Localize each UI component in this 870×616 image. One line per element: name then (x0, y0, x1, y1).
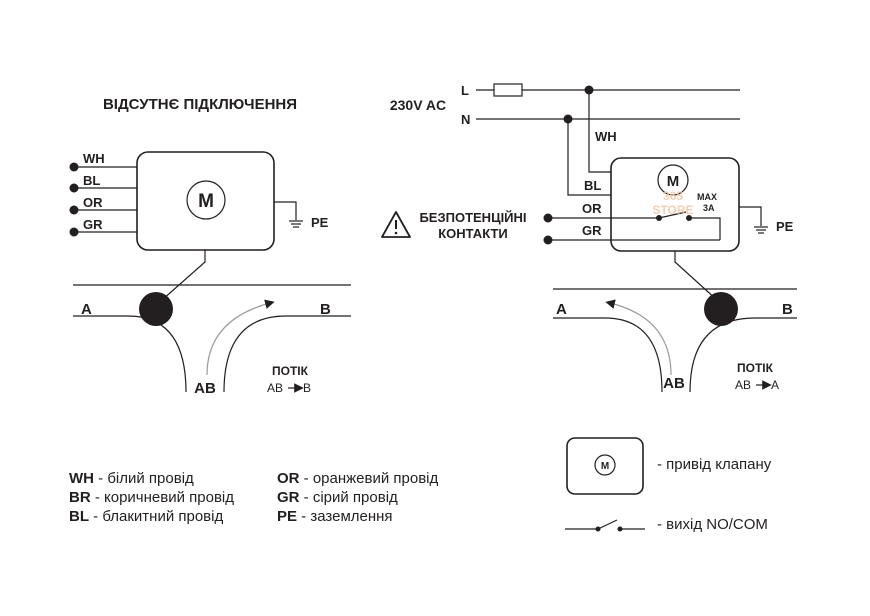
legend-actuator-box (566, 437, 644, 495)
right-wire-wh: WH (595, 129, 617, 144)
left-valve-ball (139, 292, 173, 326)
legend-item: OR - оранжевий провід (277, 470, 439, 487)
left-wire-bl: BL (83, 173, 100, 188)
legend-switch-icon (565, 519, 645, 532)
terminal-dot (69, 162, 79, 172)
legend-output-text: - вихід NO/COM (657, 516, 768, 533)
right-linkage (674, 251, 718, 301)
contacts-label-2: КОНТАКТИ (438, 226, 508, 241)
legend-item: PE - заземлення (277, 508, 393, 525)
legend-item: BL - блакитний провід (69, 508, 223, 525)
right-wire-bl: BL (584, 178, 601, 193)
right-motor-icon (657, 164, 689, 196)
line-l-label: L (461, 83, 469, 98)
line-n-label: N (461, 112, 470, 127)
right-pe-label: PE (776, 219, 794, 234)
terminal-dot (69, 183, 79, 193)
left-port-a: A (81, 301, 92, 318)
left-port-ab: AB (194, 380, 216, 397)
right-port-b: B (782, 301, 793, 318)
switch-icon (658, 211, 687, 219)
left-title: ВІДСУТНЄ ПІДКЛЮЧЕННЯ (103, 96, 297, 113)
right-port-a: A (556, 301, 567, 318)
watermark-number: 365 (663, 189, 683, 203)
right-flow-from: AB (735, 378, 751, 392)
amp-label: 3A (703, 203, 715, 213)
left-flow-arrow (206, 299, 275, 376)
right-wire-gr: GR (582, 223, 602, 238)
terminal-dot (69, 205, 79, 215)
left-pe-label: PE (311, 215, 329, 230)
fuse-icon (493, 83, 523, 97)
legend-item: GR - сірий провід (277, 489, 398, 506)
left-flow-to: B (303, 381, 311, 395)
legend-item: WH - білий провід (69, 470, 194, 487)
right-valve-ball (704, 292, 738, 326)
left-ground-icon (274, 201, 303, 228)
max-label: MAX (697, 192, 717, 202)
left-wire-gr: GR (83, 217, 103, 232)
right-flow-title: ПОТІК (737, 361, 774, 375)
left-wire-wh: WH (83, 151, 105, 166)
left-flow-title: ПОТІК (272, 364, 309, 378)
left-linkage (161, 250, 206, 301)
left-motor-icon (186, 180, 226, 220)
legend-motor-label: M (601, 461, 609, 472)
left-valve-body (73, 284, 351, 393)
legend-item: BR - коричневий провід (69, 489, 234, 506)
right-flow-to: A (771, 378, 779, 392)
right-ground-icon (739, 206, 768, 234)
right-flow-arrow (605, 299, 672, 376)
left-wire-or: OR (83, 195, 103, 210)
right-port-ab: AB (663, 375, 685, 392)
warning-icon (381, 211, 411, 238)
left-wire-terminals (69, 162, 137, 237)
left-flow-from: AB (267, 381, 283, 395)
left-port-b: B (320, 301, 331, 318)
legend: WH - білий провід BR - коричневий провід… (69, 437, 772, 533)
legend-actuator-text: - привід клапану (657, 456, 772, 473)
left-motor-label: M (198, 191, 214, 212)
right-wire-or: OR (582, 201, 602, 216)
watermark-store: STORE (652, 203, 693, 217)
right-motor-label: M (667, 173, 680, 190)
contacts-label-1: БЕЗПОТЕНЦІЙНІ (419, 210, 526, 225)
legend-motor-icon (594, 454, 616, 476)
supply-label: 230V AC (390, 97, 446, 113)
dry-contacts (543, 211, 721, 245)
terminal-dot (69, 227, 79, 237)
right-valve-body (553, 288, 797, 393)
